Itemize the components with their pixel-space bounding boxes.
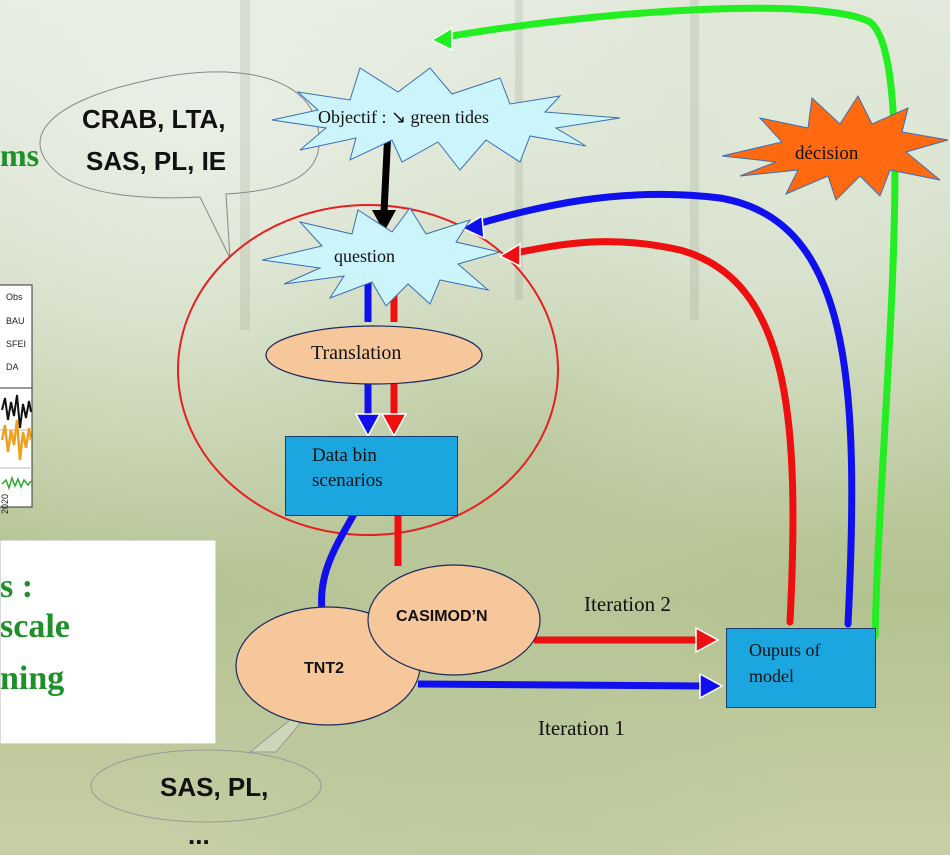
objectif-label: Objectif : ↘ green tides [318,107,490,127]
blue-arrowhead-top [460,214,485,240]
legend-bau: BAU [6,316,25,326]
outputs-line1: Ouputs of [749,640,821,660]
red-feedback-arrow [506,238,797,626]
translation-node [265,325,483,385]
panel-line-3: ning [0,660,65,697]
question-burst [261,207,501,307]
black-arrow-shaft [380,129,392,213]
legend-sfei: SFEI [6,339,27,349]
left-text-panel [0,540,216,744]
objectif-burst [271,67,621,171]
outputs-line2: model [749,666,794,686]
panel-line-1: s : [0,568,34,605]
background-tree [690,0,699,320]
question-label: question [334,246,395,266]
background-tree [240,0,250,330]
green-arrowhead [430,26,453,52]
black-arrowhead [372,210,396,232]
blue-feedback-arrow [466,190,856,628]
red-down-head-2 [380,413,408,438]
left-chart-fragment [0,284,33,508]
iteration-2-label: Iteration 2 [584,592,671,616]
chart-line-orange [0,419,33,461]
iteration-1-label: Iteration 1 [538,716,625,740]
outputs-box: Ouputs of model [726,628,876,708]
panel-line-2: scale [0,608,70,645]
callout-top-line1: CRAB, LTA, [82,104,226,134]
data-bin-line2: scenarios [312,470,383,491]
legend-da: DA [6,362,19,372]
blue-iteration1-head [699,672,724,700]
blue-down-head-2 [354,413,382,438]
blue-databin-to-tnt2 [318,510,359,611]
chart-line-green [1,475,32,491]
data-bin-box: Data bin scenarios [285,436,458,516]
callout-top-line2: SAS, PL, IE [86,146,227,176]
translation-label: Translation [311,342,402,364]
blue-iteration1-arrow [417,680,705,690]
casimod-label: CASIMOD’N [396,608,488,625]
tnt2-label: TNT2 [304,660,344,677]
red-arrowhead-top [498,242,521,268]
legend-obs: Obs [6,292,23,302]
callout-top [39,71,320,259]
casimod-node [367,564,541,676]
decision-burst [721,94,949,201]
green-feedback-arrow [436,4,899,640]
red-boundary-ellipse [177,204,559,536]
callout-bottom-line1: SAS, PL, [160,772,269,802]
data-bin-line1: Data bin [312,445,377,466]
left-title-fragment: ms [0,137,40,173]
callout-bottom-line2: ... [188,820,210,850]
decision-label: décision [795,143,859,164]
axis-year-label: 2020 [0,493,10,514]
chart-line-black [1,394,32,429]
red-iteration2-head [695,626,720,654]
